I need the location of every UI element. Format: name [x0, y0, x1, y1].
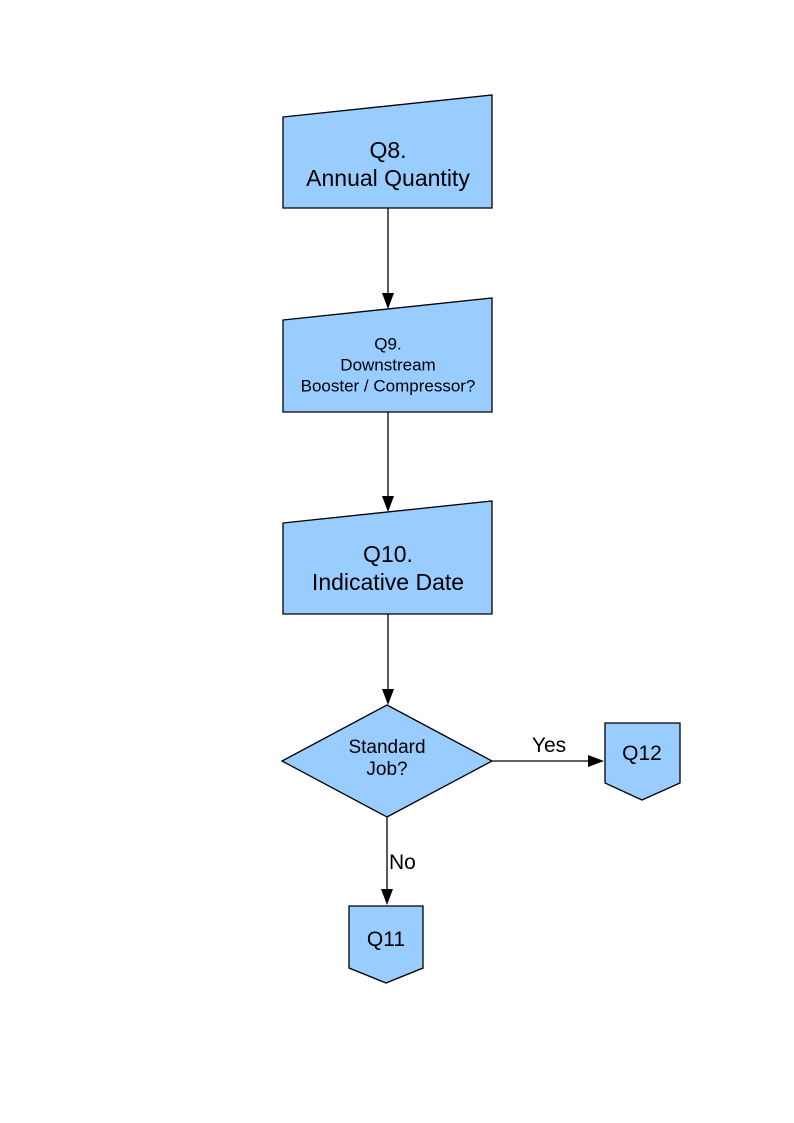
arrowhead-decision-q12 [588, 755, 604, 767]
q10-node-shape [282, 500, 493, 615]
q9-node-label: Q9. Downstream Booster / Compressor? [300, 334, 476, 396]
standard-job-decision-label: Standard Job? [348, 737, 426, 780]
no-edge-label: No [389, 851, 416, 874]
q10-node-label: Q10. Indicative Date [311, 541, 465, 595]
arrowhead-q10-decision [382, 689, 394, 705]
q11-connector-shape [348, 905, 424, 984]
q11-connector-label: Q11 [366, 928, 406, 951]
arrowhead-q9-q10 [382, 496, 394, 512]
q8-node-label: Q8. Annual Quantity [306, 137, 470, 191]
arrowhead-decision-q11 [381, 889, 393, 905]
arrowhead-q8-q9 [382, 293, 394, 309]
q12-connector-shape [604, 722, 681, 801]
q8-node-shape [282, 94, 493, 209]
q9-node-shape [282, 297, 493, 413]
yes-edge-label: Yes [531, 734, 567, 757]
q12-connector-label: Q12 [622, 742, 662, 765]
standard-job-decision-shape [280, 704, 494, 818]
